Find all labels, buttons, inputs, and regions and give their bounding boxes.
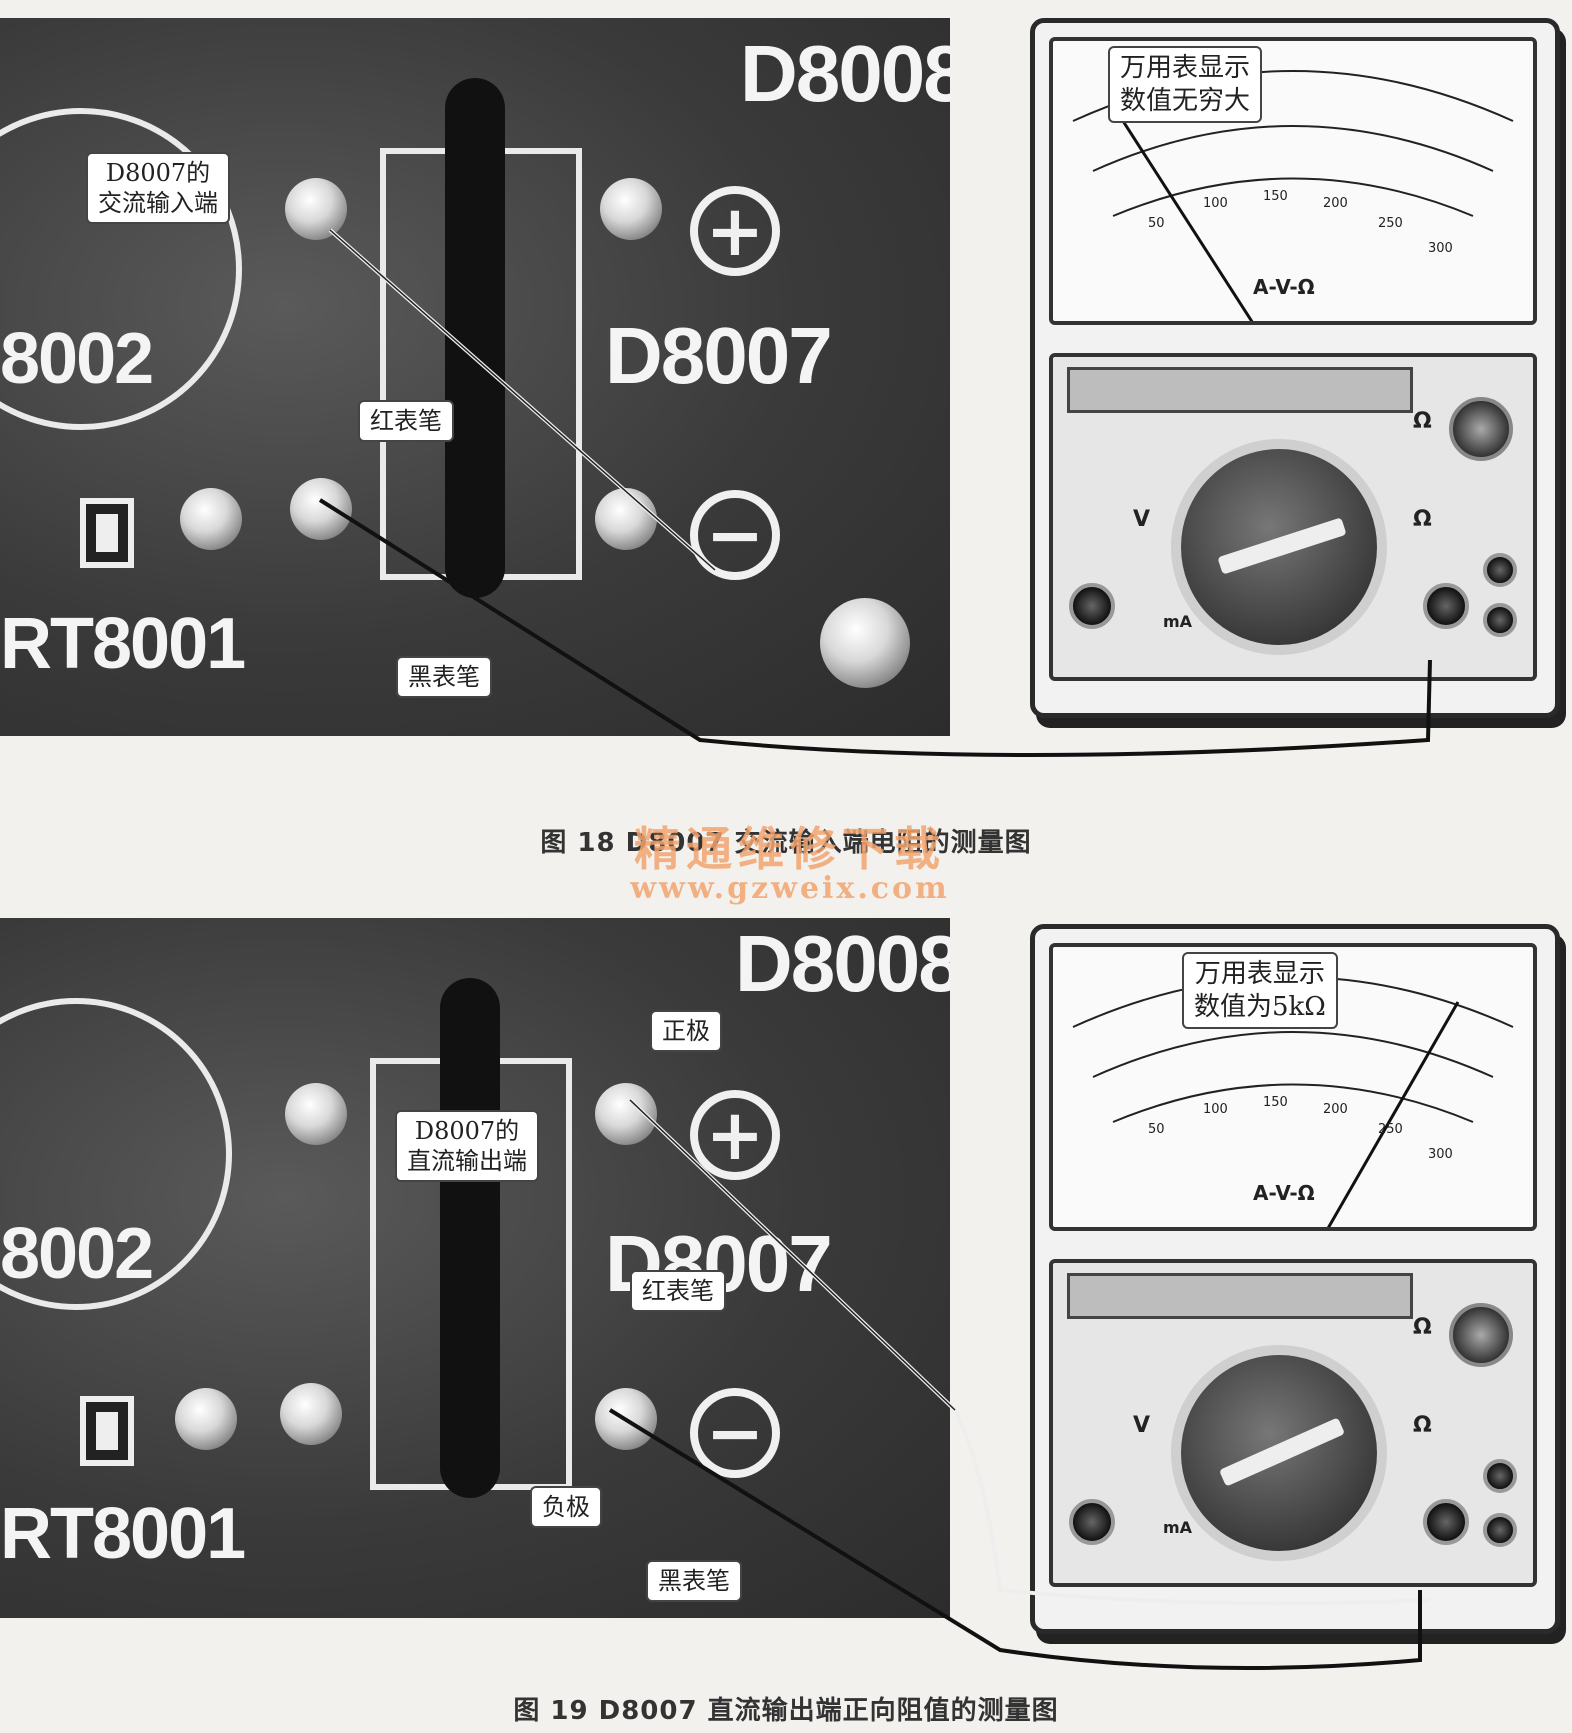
callout-black-probe: 黑表笔 [646,1560,742,1602]
needle [1121,120,1254,321]
pad [280,1383,342,1445]
meter-window [1067,1273,1413,1319]
callout-red-probe: 红表笔 [630,1270,726,1312]
aux-jack [1483,553,1517,587]
scale-label: 100 [1203,196,1228,211]
callout-positive: 正极 [650,1010,722,1052]
callout-black-probe: 黑表笔 [396,656,492,698]
figure-19-caption: 图 19 D8007 直流输出端正向阻值的测量图 [513,1696,1059,1726]
ohm-range-label: Ω [1413,1413,1432,1438]
callout-text: 万用表显示 数值无穷大 [1120,53,1251,116]
callout-meter-reading: 万用表显示 数值为5kΩ [1182,952,1338,1029]
watermark-title: 精通维修下载 [634,822,946,876]
pcb-photo: D8008 D8007 8002 RT8001 + − [0,918,950,1618]
plus-icon: + [690,1090,780,1180]
pad [600,178,662,240]
callout-meter-reading: 万用表显示 数值无穷大 [1108,46,1263,123]
ma-label: mA [1163,1518,1193,1537]
pad [290,478,352,540]
scale-label: 150 [1263,189,1288,204]
ohm-adjust-knob [1449,397,1513,461]
pcb-photo: D8008 D8007 8002 RT8001 + − [0,18,950,736]
ohm-adjust-knob [1449,1303,1513,1367]
silk-rt8001: RT8001 [0,1494,246,1574]
multimeter: 50 100 150 200 250 300 A-V-Ω Ω V Ω mA [1030,18,1560,718]
watermark: 精通维修下载 www.gzweix.com [600,826,980,905]
scale-label: 150 [1263,1095,1288,1110]
silk-8002: 8002 [0,1214,154,1294]
pad [595,488,657,550]
callout-text: 万用表显示 数值为5kΩ [1194,959,1326,1022]
scale-label: 300 [1428,241,1453,256]
probe-wires [608,1098,1431,1670]
meter-avo-label: A-V-Ω [1253,1181,1315,1205]
volt-label: V [1133,1413,1151,1438]
ohm-label: Ω [1413,1315,1432,1340]
silk-d8007: D8007 [605,311,833,400]
figure-19: D8008 D8007 8002 RT8001 + − 正极 D8007的 直流… [0,910,1572,1710]
scale-label: 250 [1378,1122,1403,1137]
callout-dc-output: D8007的 直流输出端 [395,1110,539,1182]
meter-window [1067,367,1413,413]
aux-jack [1483,603,1517,637]
board-slot [440,978,500,1498]
watermark-url: www.gzweix.com [630,871,950,906]
pad [820,598,910,688]
volt-label: V [1133,507,1151,532]
callout-text: D8007的 交流输入端 [98,159,218,217]
scale-label: 100 [1203,1102,1228,1117]
fuse-symbol [80,498,134,568]
plus-icon: + [690,186,780,276]
meter-avo-label: A-V-Ω [1253,275,1315,299]
meter-control-panel: Ω V Ω mA [1049,353,1537,681]
range-selector-knob [1171,1345,1387,1561]
minus-icon: − [690,1388,780,1478]
multimeter: 50 100 150 200 250 300 A-V-Ω Ω V Ω mA [1030,924,1560,1634]
pad [180,488,242,550]
scale-label: 50 [1148,216,1165,231]
ac-input-pad [285,178,347,240]
silk-d8008: D8008 [735,919,950,1008]
aux-jack [1483,1513,1517,1547]
positive-jack [1423,583,1469,629]
positive-jack [1423,1499,1469,1545]
fuse-symbol [80,1396,134,1466]
probe-wires [318,228,1432,757]
scale-label: 200 [1323,1102,1348,1117]
scale-label: 300 [1428,1147,1453,1162]
silk-rt8001: RT8001 [0,604,246,684]
needle [1327,1001,1460,1227]
silk-d8008: D8008 [740,29,950,118]
figure-18-caption: 图 18 D8007 交流输入端电阻的测量图 [540,828,1032,858]
minus-icon: − [690,490,780,580]
com-jack [1069,583,1115,629]
pad [285,1083,347,1145]
callout-red-probe: 红表笔 [358,400,454,442]
ohm-range-label: Ω [1413,507,1432,532]
range-selector-knob [1171,439,1387,655]
callout-ac-input: D8007的 交流输入端 [86,152,230,224]
ma-label: mA [1163,612,1193,631]
meter-control-panel: Ω V Ω mA [1049,1259,1537,1587]
aux-jack [1483,1459,1517,1493]
callout-text: D8007的 直流输出端 [407,1117,527,1175]
callout-negative: 负极 [530,1486,602,1528]
figure-18: D8008 D8007 8002 RT8001 + − D8007的 交流输入端… [0,0,1572,800]
com-jack [1069,1499,1115,1545]
pad [175,1388,237,1450]
scale-label: 50 [1148,1122,1165,1137]
ohm-label: Ω [1413,409,1432,434]
scale-label: 250 [1378,216,1403,231]
scale-label: 200 [1323,196,1348,211]
silk-8002: 8002 [0,319,154,399]
